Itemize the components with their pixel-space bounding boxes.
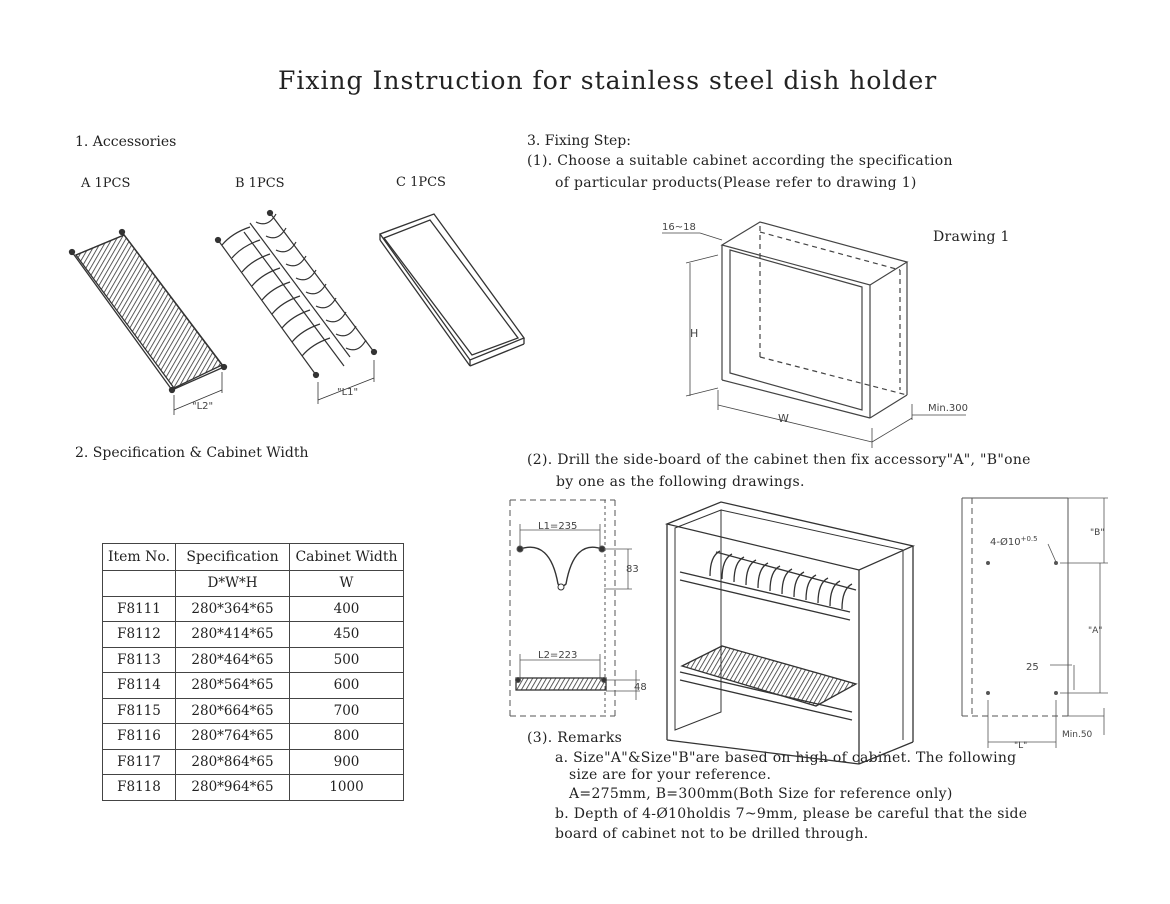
step1-text-line1: (1). Choose a suitable cabinet according… — [527, 153, 953, 169]
dim-l2-label: "L2" — [192, 401, 213, 412]
accessory-a-label: A 1PCS — [81, 176, 131, 191]
table-cell: F8116 — [102, 723, 176, 750]
accessories-heading: 1. Accessories — [75, 134, 177, 150]
hole-tolerance: +0.5 — [1021, 535, 1038, 543]
table-cell: 400 — [289, 595, 404, 622]
table-cell: 280*364*65 — [175, 595, 290, 622]
assembled-cabinet-drawing — [664, 501, 916, 765]
col-header-spec: Specification — [175, 543, 290, 571]
dim-l1-label: "L1" — [337, 387, 358, 398]
drawing-1-label: Drawing 1 — [933, 229, 1010, 245]
table-cell: 1000 — [289, 774, 404, 801]
dim-b-label: "B" — [1090, 528, 1104, 538]
table-cell: 280*864*65 — [175, 748, 290, 775]
table-cell: D*W*H — [175, 570, 290, 597]
dim-thickness: 16~18 — [662, 222, 696, 233]
accessory-a-drawing — [68, 228, 228, 415]
cabinet-drawing-1 — [662, 221, 966, 448]
table-cell: F8115 — [102, 697, 176, 724]
dim-min50-label: Min.50 — [1062, 730, 1093, 740]
table-header-row: Item No. Specification Cabinet Width — [102, 543, 404, 571]
remark-b-line2: board of cabinet not to be drilled throu… — [555, 826, 869, 842]
remarks-heading: (3). Remarks — [527, 730, 623, 746]
step2-text-line1: (2). Drill the side-board of the cabinet… — [527, 452, 1031, 468]
dim-25-label: 25 — [1026, 662, 1039, 673]
table-cell: W — [289, 570, 404, 597]
spec-table: Item No. Specification Cabinet Width D*W… — [102, 543, 404, 801]
table-cell: F8112 — [102, 621, 176, 648]
col-header-width: Cabinet Width — [289, 543, 404, 571]
table-cell: F8111 — [102, 595, 176, 622]
table-cell: F8118 — [102, 774, 176, 801]
table-cell: F8113 — [102, 646, 176, 673]
table-cell: 280*664*65 — [175, 697, 290, 724]
remark-a-line3: A=275mm, B=300mm(Both Size for reference… — [569, 786, 953, 802]
side-board-detail-drawing — [509, 499, 640, 717]
step2-text-line2: by one as the following drawings. — [556, 474, 805, 490]
dim-48: 48 — [634, 682, 647, 693]
dim-h-label: H — [690, 327, 698, 340]
spec-heading: 2. Specification & Cabinet Width — [75, 445, 309, 461]
dim-l2-223: L2=223 — [538, 650, 577, 661]
table-cell: 900 — [289, 748, 404, 775]
table-cell: 280*964*65 — [175, 774, 290, 801]
dim-a-label: "A" — [1088, 626, 1102, 636]
dim-l1-235: L1=235 — [538, 521, 577, 532]
dim-min300-label: Min.300 — [928, 403, 968, 414]
step1-text-line2: of particular products(Please refer to d… — [555, 175, 917, 191]
accessory-c-label: C 1PCS — [396, 175, 446, 190]
hole-spec: 4-Ø10+0.5 — [990, 535, 1038, 548]
remark-b-line1: b. Depth of 4-Ø10holdis 7~9mm, please be… — [555, 806, 1028, 822]
fixing-heading: 3. Fixing Step: — [527, 133, 631, 149]
accessory-c-drawing — [378, 213, 526, 367]
drilling-side-board-drawing — [961, 497, 1108, 748]
hole-spec-main: 4-Ø10 — [990, 536, 1021, 548]
table-cell: 700 — [289, 697, 404, 724]
dim-l-label: "L" — [1014, 741, 1027, 751]
remark-a-line2: size are for your reference. — [569, 767, 772, 783]
page-title: Fixing Instruction for stainless steel d… — [278, 66, 938, 95]
dim-83: 83 — [626, 564, 639, 575]
accessory-b-label: B 1PCS — [235, 176, 285, 191]
table-cell: 280*464*65 — [175, 646, 290, 673]
remark-a-line1: a. Size"A"&Size"B"are based on high of c… — [555, 750, 1017, 766]
accessory-b-drawing — [214, 209, 378, 404]
dim-w-label: W — [778, 412, 789, 425]
table-cell: 450 — [289, 621, 404, 648]
col-header-item: Item No. — [102, 543, 176, 571]
table-cell: 500 — [289, 646, 404, 673]
